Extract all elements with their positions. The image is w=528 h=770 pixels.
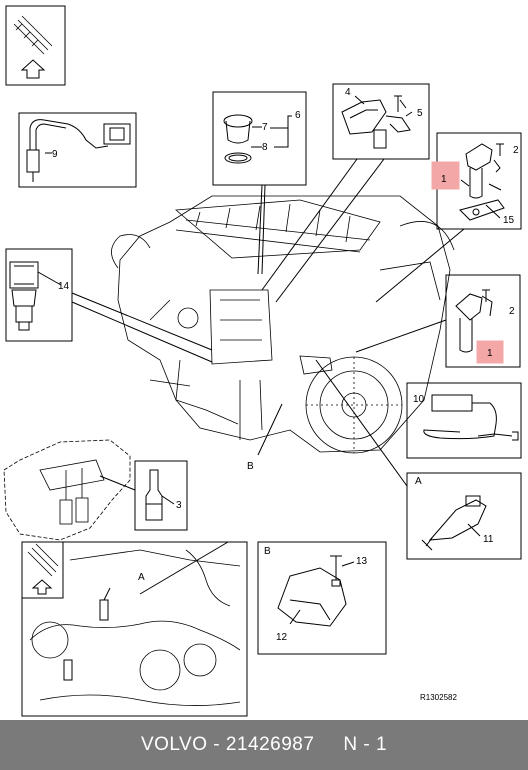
callout-12: 12 [276,632,288,643]
footer-gap [314,734,343,756]
callout-14: 14 [58,281,70,292]
bottom-left-detail [21,541,248,717]
vehicle-silhouette-icon [27,543,59,577]
detail-b-box [257,541,387,655]
sensor-box-10 [406,382,522,459]
callout-2b: 2 [509,306,515,317]
footer-part-number: 21426987 [225,734,315,755]
callout-1b: 1 [487,348,493,359]
callout-8: 8 [262,142,268,153]
sensor-box-1-2 [445,274,521,368]
footer-brand: VOLVO [140,734,208,755]
callout-13: 13 [356,556,368,567]
callout-9: 9 [52,149,58,160]
highlight-1a [431,161,460,190]
footer-quantity: N - 1 [343,734,388,755]
reference-code: R1302582 [420,693,457,702]
sensor-cable-box [18,112,137,188]
sensor-box-1-2-15 [431,132,522,230]
callout-2a: 2 [513,145,519,156]
sensor-box-4-5 [332,83,430,160]
callout-6: 6 [295,110,301,121]
detail-b-pointer-label: B [247,461,254,472]
detail-a-box [406,472,522,560]
callout-10: 10 [413,394,425,405]
parts-diagram: 9 6 7 8 4 5 1 2 15 2 1 14 10 A 11 B B 13… [3,5,522,717]
callout-4: 4 [345,87,351,98]
detail-a-pointer-label: A [138,572,145,583]
footer-separator: - [207,734,226,755]
callout-15: 15 [503,215,515,226]
sensor-box-3 [134,460,188,531]
engine-main [111,195,455,454]
callout-1a: 1 [441,174,447,185]
detail-a-label: A [415,476,422,487]
vehicle-silhouette-icon [13,15,53,55]
locator-box-top [5,5,66,86]
highlight-1b [476,340,504,364]
footer-bar: VOLVO - 21426987 N - 1 [0,720,528,770]
callout-3: 3 [176,500,182,511]
callout-5: 5 [417,108,423,119]
engine-inset-small [3,439,131,541]
sensor-box-14 [5,248,73,342]
leader-lines [71,158,465,601]
detail-b-label: B [264,546,271,557]
callout-11: 11 [483,534,494,545]
callout-ticks [37,99,502,625]
plug-box [212,91,307,186]
up-arrow-icon [31,579,53,595]
up-arrow-icon [20,59,46,79]
callout-7: 7 [262,122,268,133]
